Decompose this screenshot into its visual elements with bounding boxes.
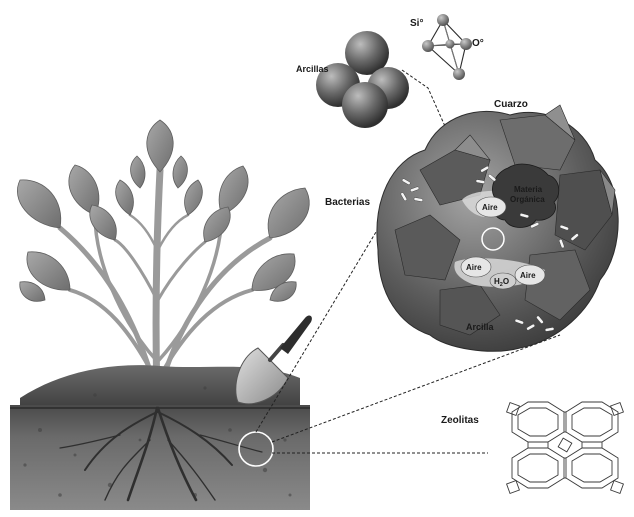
- leaf: [204, 207, 231, 242]
- label-bacterias: Bacterias: [325, 197, 370, 208]
- soil-ground: [10, 405, 310, 510]
- label-arcillas: Arcillas: [296, 64, 329, 74]
- leaf: [17, 180, 60, 228]
- label-o: O°: [472, 38, 484, 49]
- label-materia: Materia: [514, 185, 543, 194]
- clay-spheres: [316, 31, 409, 128]
- label-organica: Orgánica: [510, 195, 545, 204]
- label-aire-1: Aire: [482, 203, 498, 212]
- leaf: [20, 282, 45, 302]
- plant-leaves: [17, 120, 309, 301]
- leaf: [185, 180, 203, 215]
- zeolite-structure: [507, 402, 624, 493]
- label-aire-3: Aire: [520, 271, 536, 280]
- silica-tetrahedron: [422, 14, 472, 80]
- label-h2o-o: O: [503, 277, 509, 286]
- label-zeolitas: Zeolitas: [441, 415, 479, 426]
- trowel-icon: [236, 315, 312, 403]
- leaf: [90, 205, 117, 240]
- leaf-top: [147, 120, 173, 172]
- leaf: [116, 180, 134, 215]
- label-si: Si°: [410, 18, 423, 29]
- soil: [10, 315, 312, 510]
- leaf: [173, 156, 187, 188]
- label-cuarzo: Cuarzo: [494, 99, 528, 110]
- leaf: [268, 188, 309, 238]
- label-arcilla: Arcilla: [466, 322, 495, 332]
- soil-aggregate: [377, 105, 618, 351]
- leaf: [131, 156, 145, 188]
- plant: [17, 120, 309, 395]
- label-aire-2: Aire: [466, 263, 482, 272]
